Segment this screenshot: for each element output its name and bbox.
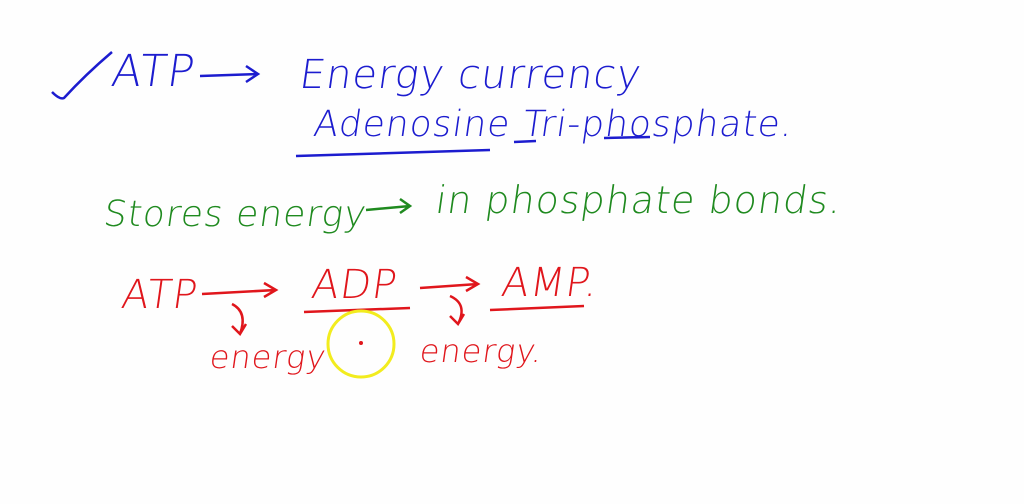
check-mark-icon — [51, 51, 113, 100]
right-arrow-icon — [419, 275, 481, 293]
atp-red-label: ATP — [118, 272, 202, 318]
pen-cursor-icon — [326, 309, 396, 379]
underline-adenosine — [295, 148, 491, 158]
adp-label: ADP — [308, 262, 401, 308]
down-arrow-icon — [231, 302, 248, 337]
right-arrow-icon — [365, 197, 413, 215]
cursor-dot — [359, 341, 363, 345]
down-arrow-icon — [449, 294, 466, 327]
atp-label: ATP — [108, 46, 199, 97]
energy-currency-text: Energy currency — [296, 52, 645, 98]
right-arrow-icon — [199, 64, 261, 84]
right-arrow-icon — [201, 281, 279, 299]
amp-label: AMP. — [498, 260, 602, 306]
energy-released-2: energy. — [417, 332, 546, 370]
stores-energy-text: Stores energy — [101, 194, 370, 235]
underline-tri — [513, 135, 651, 144]
phosphate-bonds-text: in phosphate bonds. — [432, 178, 846, 222]
adenosine-triphosphate-text: Adenosine Tri-phosphate. — [311, 104, 797, 145]
underline-amp — [489, 304, 585, 312]
energy-released-1: energy — [207, 338, 330, 376]
